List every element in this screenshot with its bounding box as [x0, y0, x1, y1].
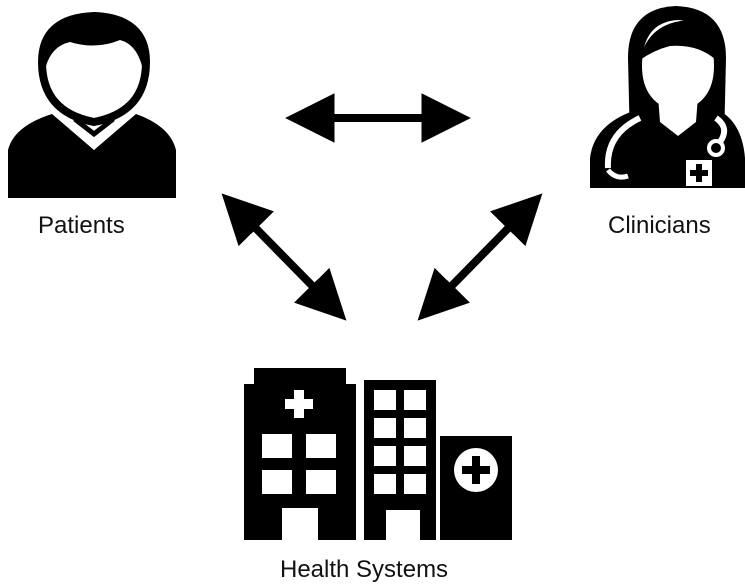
hospital-icon [244, 368, 512, 540]
health-systems-label: Health Systems [280, 556, 449, 583]
patients-label: Patients [38, 212, 125, 239]
arrow-clinicians-health-systems [417, 193, 543, 321]
person-icon [8, 11, 176, 198]
doctor-icon [590, 6, 745, 188]
clinicians-label: Clinicians [608, 212, 711, 239]
arrow-patients-health-systems [221, 193, 347, 321]
arrows [221, 93, 543, 321]
